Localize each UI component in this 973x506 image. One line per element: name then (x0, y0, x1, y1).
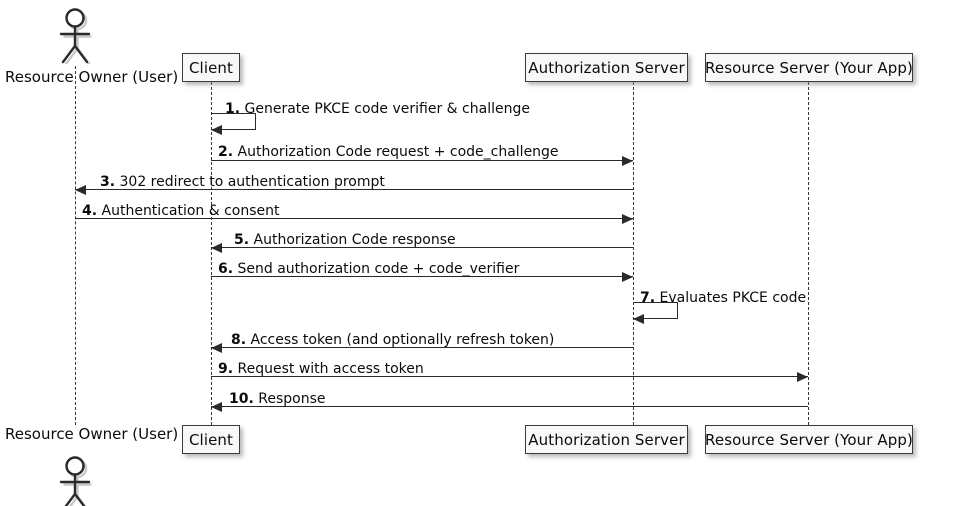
participant-box-authorization-server-top[interactable]: Authorization Server (525, 53, 688, 82)
arrowhead-10 (211, 401, 222, 412)
message-number-8: 8. (231, 332, 247, 348)
message-number-4: 4. (82, 203, 98, 219)
message-label-7: 7. Evaluates PKCE code (640, 290, 806, 306)
message-line-9 (211, 376, 808, 377)
message-text-9: Request with access token (233, 361, 424, 377)
participant-label-authorization-server-bottom: Authorization Server (528, 430, 685, 449)
participant-box-client-top[interactable]: Client (182, 53, 240, 82)
arrowhead-6 (622, 271, 633, 282)
participant-label-authorization-server-top: Authorization Server (528, 58, 685, 77)
message-number-2: 2. (218, 144, 234, 160)
arrowhead-3 (75, 184, 86, 195)
actor-resource-owner-bottom (53, 456, 97, 506)
self-message-loop-1 (211, 113, 256, 130)
message-line-6 (211, 276, 633, 277)
participant-label-client-top: Client (188, 58, 234, 77)
participant-box-resource-server-top[interactable]: Resource Server (Your App) (705, 53, 913, 82)
message-text-10: Response (253, 391, 326, 407)
message-label-6: 6. Send authorization code + code_verifi… (218, 261, 519, 277)
arrowhead-8 (211, 342, 222, 353)
message-line-8 (211, 347, 633, 348)
arrowhead-7 (633, 314, 644, 324)
lifeline-client (211, 82, 212, 425)
arrowhead-4 (622, 213, 633, 224)
participant-box-resource-server-bottom[interactable]: Resource Server (Your App) (705, 425, 913, 454)
participant-label-client-bottom: Client (188, 430, 234, 449)
message-text-3: 302 redirect to authentication prompt (115, 174, 385, 190)
message-label-2: 2. Authorization Code request + code_cha… (218, 144, 559, 160)
message-line-3 (75, 189, 633, 190)
message-line-10 (211, 406, 808, 407)
message-text-7: Evaluates PKCE code (655, 290, 807, 306)
message-number-9: 9. (218, 361, 234, 377)
participant-label-resource-server-bottom: Resource Server (Your App) (705, 430, 913, 449)
message-text-8: Access token (and optionally refresh tok… (246, 332, 555, 348)
message-number-6: 6. (218, 261, 234, 277)
message-text-4: Authentication & consent (97, 203, 280, 219)
message-label-1: 1. Generate PKCE code verifier & challen… (225, 101, 530, 117)
message-label-10: 10. Response (229, 391, 326, 407)
message-line-2 (211, 160, 633, 161)
participant-box-client-bottom[interactable]: Client (182, 425, 240, 454)
message-number-3: 3. (100, 174, 116, 190)
participant-box-authorization-server-bottom[interactable]: Authorization Server (525, 425, 688, 454)
message-label-5: 5. Authorization Code response (234, 232, 456, 248)
message-label-9: 9. Request with access token (218, 361, 424, 377)
message-number-10: 10. (229, 391, 254, 407)
message-label-8: 8. Access token (and optionally refresh … (231, 332, 554, 348)
arrowhead-2 (622, 155, 633, 166)
message-text-1: Generate PKCE code verifier & challenge (240, 101, 530, 117)
lifeline-authorization-server (633, 82, 634, 425)
arrowhead-9 (797, 371, 808, 382)
self-message-loop-7 (633, 302, 678, 319)
lifeline-resource-server (808, 82, 809, 425)
message-number-7: 7. (640, 290, 656, 306)
arrowhead-1 (211, 125, 222, 135)
actor-resource-owner-top (53, 8, 97, 66)
message-number-5: 5. (234, 232, 250, 248)
actor-label-resource-owner-bottom: Resource Owner (User) (5, 425, 179, 443)
message-number-1: 1. (225, 101, 241, 117)
message-line-5 (211, 247, 633, 248)
arrowhead-5 (211, 242, 222, 253)
message-label-4: 4. Authentication & consent (82, 203, 280, 219)
lifeline-resource-owner (75, 66, 76, 425)
message-line-4 (75, 218, 633, 219)
message-text-6: Send authorization code + code_verifier (233, 261, 520, 277)
actor-label-resource-owner-top: Resource Owner (User) (5, 68, 179, 86)
message-label-3: 3. 302 redirect to authentication prompt (100, 174, 385, 190)
participant-label-resource-server-top: Resource Server (Your App) (705, 58, 913, 77)
message-text-5: Authorization Code response (249, 232, 456, 248)
message-text-2: Authorization Code request + code_challe… (233, 144, 559, 160)
